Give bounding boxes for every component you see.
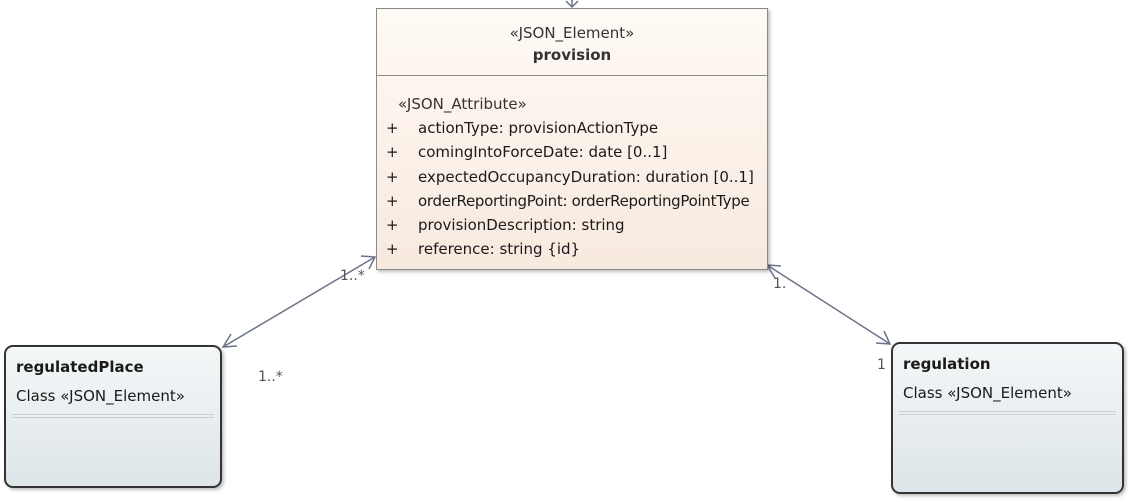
- provision-attributes: «JSON_Attribute» + actionType: provisionA…: [377, 76, 767, 262]
- multiplicity-regulatedplace: 1..*: [258, 369, 283, 385]
- compartment-divider: [12, 414, 214, 418]
- attribute-row[interactable]: + expectedOccupancyDuration: duration [0.…: [386, 165, 767, 189]
- visibility-marker: +: [386, 240, 399, 259]
- regulatedplace-name: regulatedPlace: [16, 358, 144, 376]
- multiplicity-regulation: 1: [877, 357, 886, 373]
- compartment-divider: [899, 411, 1116, 415]
- provision-stereotype: «JSON_Element»: [509, 24, 635, 42]
- regulation-name: regulation: [903, 355, 991, 373]
- attribute-row[interactable]: + actionType: provisionActionType: [386, 116, 767, 140]
- regulation-type-label: Class «JSON_Element»: [903, 384, 1072, 402]
- incoming-arrowhead: [565, 0, 579, 9]
- attribute-text: reference: string {id}: [418, 240, 581, 259]
- attribute-text: actionType: provisionActionType: [418, 119, 659, 137]
- visibility-marker: +: [386, 167, 399, 186]
- provision-class-box[interactable]: «JSON_Element» provision «JSON_Attribute…: [376, 8, 768, 270]
- arrowhead-at-regulation: [875, 330, 892, 345]
- regulatedplace-element-box[interactable]: regulatedPlace Class «JSON_Element»: [4, 345, 222, 488]
- arrowhead-at-regulatedplace: [221, 333, 238, 348]
- attribute-text: provisionDescription: string: [418, 216, 625, 235]
- arrowhead-at-provision-left: [360, 255, 377, 270]
- association-line-regulatedplace[interactable]: [222, 256, 376, 348]
- provision-header: «JSON_Element» provision: [377, 9, 767, 76]
- attribute-text: comingIntoForceDate: date [0..1]: [418, 143, 668, 162]
- attribute-row[interactable]: + provisionDescription: string: [386, 213, 767, 237]
- association-line-regulation[interactable]: [766, 264, 891, 345]
- multiplicity-provision-right: 1.: [773, 276, 787, 292]
- multiplicity-provision-left: 1..*: [340, 268, 365, 284]
- regulation-element-box[interactable]: regulation Class «JSON_Element»: [891, 342, 1124, 494]
- visibility-marker: +: [386, 143, 399, 162]
- provision-class-name: provision: [532, 46, 612, 64]
- attribute-text: expectedOccupancyDuration: duration [0..…: [418, 167, 754, 186]
- attribute-row[interactable]: + comingIntoForceDate: date [0..1]: [386, 140, 767, 164]
- attribute-text: orderReportingPoint: orderReportingPoint…: [418, 191, 750, 210]
- visibility-marker: +: [386, 216, 399, 235]
- regulatedplace-type-label: Class «JSON_Element»: [16, 387, 185, 405]
- attribute-row[interactable]: + orderReportingPoint: orderReportingPoin…: [386, 189, 767, 213]
- attribute-stereotype: «JSON_Attribute»: [398, 95, 527, 113]
- attribute-row[interactable]: + reference: string {id}: [386, 237, 767, 261]
- visibility-marker: +: [386, 119, 399, 137]
- visibility-marker: +: [386, 191, 399, 210]
